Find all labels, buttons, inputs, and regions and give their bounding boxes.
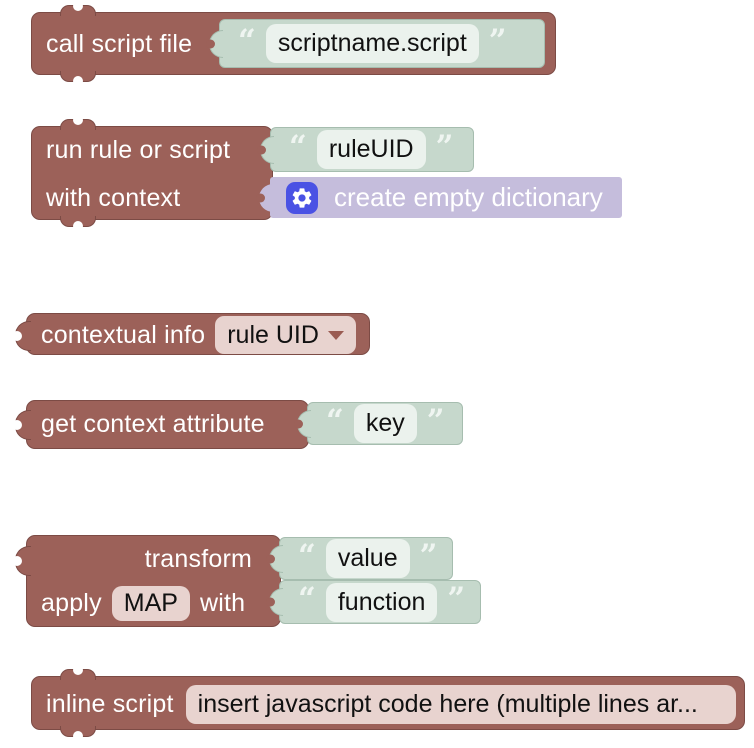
- block-label: run rule or script: [46, 136, 231, 164]
- next-connector-bump: [60, 71, 96, 86]
- string-block[interactable]: “ scriptname.script ”: [206, 19, 545, 68]
- mutator-gear-button[interactable]: [286, 181, 318, 214]
- value-tab: [206, 29, 223, 58]
- dictionary-block-label: create empty dictionary: [334, 182, 603, 212]
- contextual-info-dropdown[interactable]: rule UID: [215, 316, 356, 354]
- previous-connector-bump: [60, 115, 96, 130]
- output-tab: [12, 410, 31, 440]
- transformation-field[interactable]: MAP: [111, 585, 190, 621]
- string-block[interactable]: “ ruleUID ”: [257, 127, 474, 172]
- block-get-context-attribute[interactable]: get context attribute “ key ”: [12, 400, 463, 449]
- previous-connector-bump: [60, 1, 96, 16]
- next-connector-bump: [60, 216, 96, 231]
- key-field[interactable]: key: [353, 404, 417, 443]
- block-label: contextual info: [41, 320, 206, 349]
- block-call-script-file[interactable]: call script file “ scriptname.script ”: [31, 1, 556, 86]
- string-block[interactable]: “ function ”: [266, 580, 481, 624]
- transform-label: transform: [144, 545, 252, 573]
- block-contextual-info[interactable]: contextual info rule UID: [12, 313, 370, 355]
- dictionary-block[interactable]: create empty dictionary: [256, 177, 622, 218]
- previous-connector-bump: [60, 665, 96, 680]
- rule-uid-field[interactable]: ruleUID: [316, 130, 426, 169]
- string-block[interactable]: “ value ”: [266, 537, 453, 580]
- function-field[interactable]: function: [325, 582, 438, 622]
- gear-icon: [292, 187, 312, 208]
- block-run-rule-or-script[interactable]: run rule or script with context “ ruleUI…: [31, 115, 631, 231]
- block-label: get context attribute: [41, 410, 265, 438]
- block-transform-apply[interactable]: transform apply MAP with “ value ” “ fun…: [12, 535, 482, 627]
- block-inline-script[interactable]: inline script insert javascript code her…: [31, 665, 745, 741]
- apply-label: apply: [41, 588, 102, 617]
- dropdown-selected-value: rule UID: [227, 321, 319, 349]
- value-field[interactable]: value: [325, 539, 410, 578]
- string-block[interactable]: “ key ”: [294, 402, 463, 445]
- output-tab: [12, 321, 31, 351]
- output-tab: [12, 546, 31, 576]
- inline-code-field[interactable]: insert javascript code here (multiple li…: [185, 684, 736, 724]
- with-label: with: [199, 588, 246, 617]
- script-filename-field[interactable]: scriptname.script: [265, 24, 479, 63]
- context-row-label: with context: [46, 184, 181, 212]
- dropdown-arrow-icon: [327, 330, 344, 340]
- block-label: call script file: [46, 30, 193, 58]
- next-connector-bump: [60, 726, 96, 741]
- block-label: inline script: [46, 689, 174, 718]
